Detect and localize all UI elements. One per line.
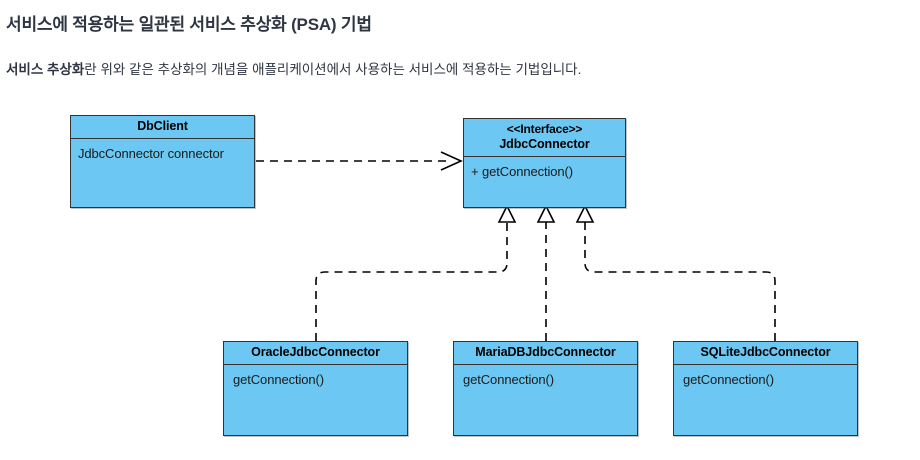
uml-member: JdbcConnector connector [78,146,224,161]
uml-member: getConnection() [683,372,774,387]
page-title: 서비스에 적용하는 일관된 서비스 추상화 (PSA) 기법 [6,15,372,34]
uml-class-sqlitejdbcconnector-header: SQLiteJdbcConnector [674,342,857,365]
uml-interface-jdbcconnector-body: + getConnection() [464,157,625,180]
uml-class-dbclient-header: DbClient [71,116,254,139]
uml-class-mariadbjdbcconnector-name: MariaDBJdbcConnector [475,345,616,359]
uml-class-dbclient-name: DbClient [137,119,188,133]
uml-member: getConnection() [233,372,324,387]
uml-interface-jdbcconnector[interactable]: <<Interface>> JdbcConnector + getConnect… [463,118,626,208]
uml-interface-jdbcconnector-name: JdbcConnector [499,137,590,151]
uml-class-sqlitejdbcconnector-name: SQLiteJdbcConnector [700,345,831,359]
page-subtitle: 서비스 추상화란 위와 같은 추상화의 개념을 애플리케이션에서 사용하는 서비… [6,58,581,78]
dependency-arrowhead-open [440,151,463,171]
uml-member: getConnection() [463,372,554,387]
uml-interface-jdbcconnector-header: <<Interface>> JdbcConnector [464,119,625,157]
uml-class-mariadbjdbcconnector[interactable]: MariaDBJdbcConnector getConnection() [453,341,638,436]
uml-class-oraclejdbcconnector-body: getConnection() [224,365,407,388]
uml-stereotype-label: <<Interface>> [506,122,583,136]
uml-class-sqlitejdbcconnector[interactable]: SQLiteJdbcConnector getConnection() [673,341,858,436]
uml-class-dbclient-body: JdbcConnector connector [71,139,254,162]
realization-line-oracle [315,222,508,341]
realization-arrowhead-oracle [497,204,517,223]
uml-class-sqlitejdbcconnector-body: getConnection() [674,365,857,388]
uml-class-oraclejdbcconnector-header: OracleJdbcConnector [224,342,407,365]
uml-class-oraclejdbcconnector-name: OracleJdbcConnector [251,345,380,359]
uml-member: + getConnection() [471,164,574,179]
uml-class-dbclient[interactable]: DbClient JdbcConnector connector [70,115,255,208]
uml-class-mariadbjdbcconnector-header: MariaDBJdbcConnector [454,342,637,365]
realization-arrowhead-sqlite [575,204,595,223]
uml-class-oraclejdbcconnector[interactable]: OracleJdbcConnector getConnection() [223,341,408,436]
page-subtitle-strong: 서비스 추상화 [6,62,85,77]
realization-arrowhead-mariadb [536,204,556,223]
page-subtitle-rest: 란 위와 같은 추상화의 개념을 애플리케이션에서 사용하는 서비스에 적용하는… [84,62,582,77]
uml-class-mariadbjdbcconnector-body: getConnection() [454,365,637,388]
realization-line-sqlite [584,222,776,341]
